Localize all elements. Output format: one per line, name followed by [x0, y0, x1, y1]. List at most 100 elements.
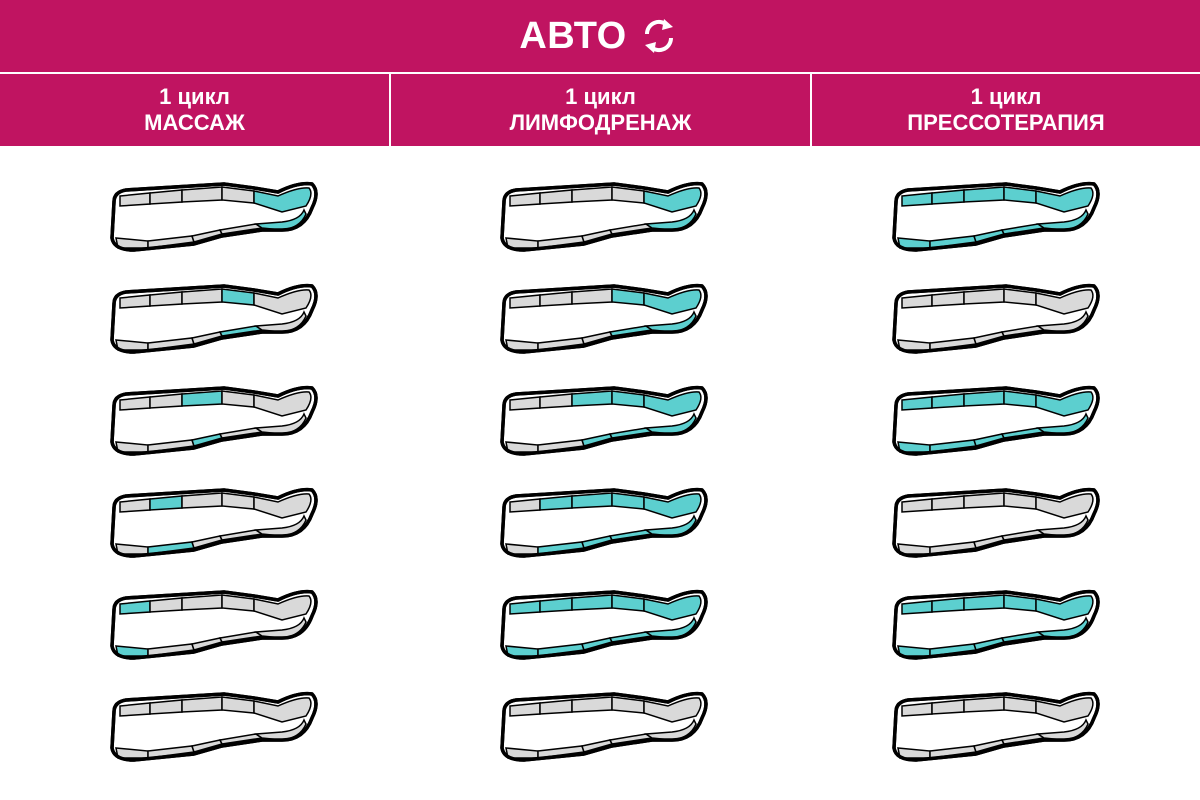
leg-rim	[110, 691, 318, 762]
zone-top-1-active	[539, 495, 573, 511]
leg-diagram	[110, 385, 318, 456]
zone-top-2	[963, 696, 1005, 713]
zone-top-2	[963, 288, 1005, 305]
leg-diagram	[500, 487, 708, 558]
zone-top-0	[509, 498, 541, 513]
zone-top-4-active	[1035, 187, 1094, 213]
zone-top-4-active	[253, 187, 312, 213]
zone-top-1	[149, 699, 183, 715]
column-header-lymphdrainage: 1 цикл ЛИМФОДРЕНАЖ	[389, 74, 810, 146]
leg-grid	[0, 146, 1200, 800]
zone-top-0	[901, 702, 933, 717]
zone-top-1	[931, 495, 965, 511]
title-text: АВТО	[519, 14, 627, 57]
zone-top-4	[1035, 493, 1094, 519]
zone-top-1	[931, 699, 965, 715]
cycle-label: 1 цикл	[970, 84, 1042, 109]
zone-top-2	[181, 594, 223, 611]
leg-diagram	[110, 181, 318, 252]
leg-rim	[500, 385, 708, 456]
zone-top-1-active	[931, 393, 965, 409]
zone-top-4	[643, 697, 702, 723]
leg-diagram	[892, 283, 1100, 354]
zone-top-4	[253, 391, 312, 417]
leg-rim	[110, 385, 318, 456]
zone-top-2-active	[963, 186, 1005, 203]
zone-top-4	[253, 595, 312, 621]
zone-top-4-active	[1035, 391, 1094, 417]
zone-top-0	[901, 498, 933, 513]
leg-diagram	[110, 283, 318, 354]
leg-rim	[892, 589, 1100, 660]
leg-rim	[892, 691, 1100, 762]
leg-diagram	[500, 589, 708, 660]
zone-top-0	[119, 498, 151, 513]
zone-top-0-active	[509, 600, 541, 615]
zone-top-1	[149, 189, 183, 205]
leg-diagram	[110, 691, 318, 762]
leg-diagram	[500, 283, 708, 354]
leg-rim	[892, 283, 1100, 354]
leg-rim	[500, 181, 708, 252]
zone-top-2-active	[571, 390, 613, 407]
zone-top-1	[931, 291, 965, 307]
column-header-massage: 1 цикл МАССАЖ	[0, 74, 389, 146]
zone-top-4	[1035, 289, 1094, 315]
zone-top-0	[119, 192, 151, 207]
zone-top-1	[539, 393, 573, 409]
zone-top-2-active	[963, 390, 1005, 407]
zone-top-1	[149, 597, 183, 613]
zone-top-1	[149, 291, 183, 307]
zone-top-4	[253, 697, 312, 723]
zone-top-2	[571, 696, 613, 713]
zone-top-0-active	[901, 600, 933, 615]
zone-top-2-active	[181, 390, 223, 407]
leg-rim	[110, 181, 318, 252]
leg-rim	[892, 181, 1100, 252]
zone-top-0-active	[901, 192, 933, 207]
zone-top-4-active	[1035, 595, 1094, 621]
zone-top-0	[119, 294, 151, 309]
leg-rim	[500, 487, 708, 558]
zone-top-2	[963, 492, 1005, 509]
zone-top-1	[539, 291, 573, 307]
leg-diagram	[500, 385, 708, 456]
zone-top-1-active	[931, 189, 965, 205]
mode-label: ПРЕССОТЕРАПИЯ	[907, 110, 1105, 135]
leg-rim	[500, 589, 708, 660]
title-banner: АВТО	[0, 0, 1200, 72]
zone-top-0-active	[901, 396, 933, 411]
leg-rim	[892, 385, 1100, 456]
leg-rim	[110, 589, 318, 660]
zone-top-2	[181, 288, 223, 305]
zone-top-2	[181, 696, 223, 713]
leg-diagram	[500, 691, 708, 762]
cycle-label: 1 цикл	[159, 84, 230, 109]
zone-top-1-active	[149, 495, 183, 511]
zone-top-4	[1035, 697, 1094, 723]
zone-top-2	[571, 288, 613, 305]
zone-top-0	[509, 192, 541, 207]
leg-rim	[500, 283, 708, 354]
zone-top-0	[509, 702, 541, 717]
refresh-icon	[644, 19, 673, 53]
zone-top-4	[253, 289, 312, 315]
leg-diagram	[500, 181, 708, 252]
leg-rim	[110, 283, 318, 354]
zone-top-0	[509, 396, 541, 411]
zone-top-2-active	[571, 492, 613, 509]
leg-diagram	[110, 487, 318, 558]
zone-top-4-active	[643, 187, 702, 213]
zone-top-2-active	[571, 594, 613, 611]
leg-diagram	[892, 589, 1100, 660]
zone-top-2	[571, 186, 613, 203]
cycle-label: 1 цикл	[565, 84, 636, 109]
zone-top-1	[149, 393, 183, 409]
leg-diagram	[892, 181, 1100, 252]
zone-top-4-active	[643, 493, 702, 519]
zone-top-1-active	[539, 597, 573, 613]
mode-label: МАССАЖ	[144, 110, 245, 135]
leg-rim	[110, 487, 318, 558]
zone-top-1	[539, 699, 573, 715]
zone-top-0	[509, 294, 541, 309]
